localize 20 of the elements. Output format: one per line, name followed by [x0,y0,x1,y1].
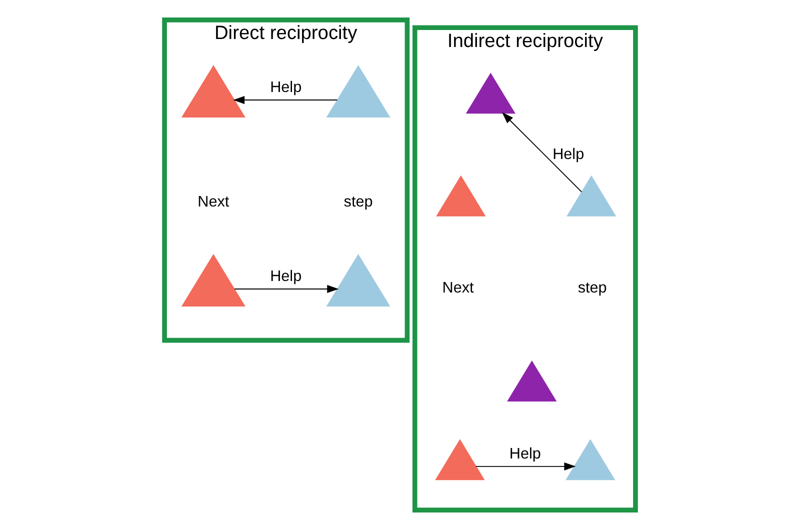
node-person [435,439,485,480]
label: Next [198,193,230,210]
label: step [344,193,373,210]
arrow [475,462,576,470]
node-person [566,175,616,216]
node-person [466,72,516,114]
arrow [233,96,338,104]
node-person [566,439,616,480]
edge-label: Help [270,79,302,96]
node-person [436,175,486,216]
label: Next [442,280,474,297]
node-person [507,360,557,402]
edge-label: Help [509,446,541,463]
label: step [578,280,607,297]
edge-label: Help [270,268,302,286]
node-person [181,254,246,306]
arrow [234,284,339,294]
arrow [502,112,582,192]
edge-label: Help [552,146,584,163]
node-person [326,65,390,118]
